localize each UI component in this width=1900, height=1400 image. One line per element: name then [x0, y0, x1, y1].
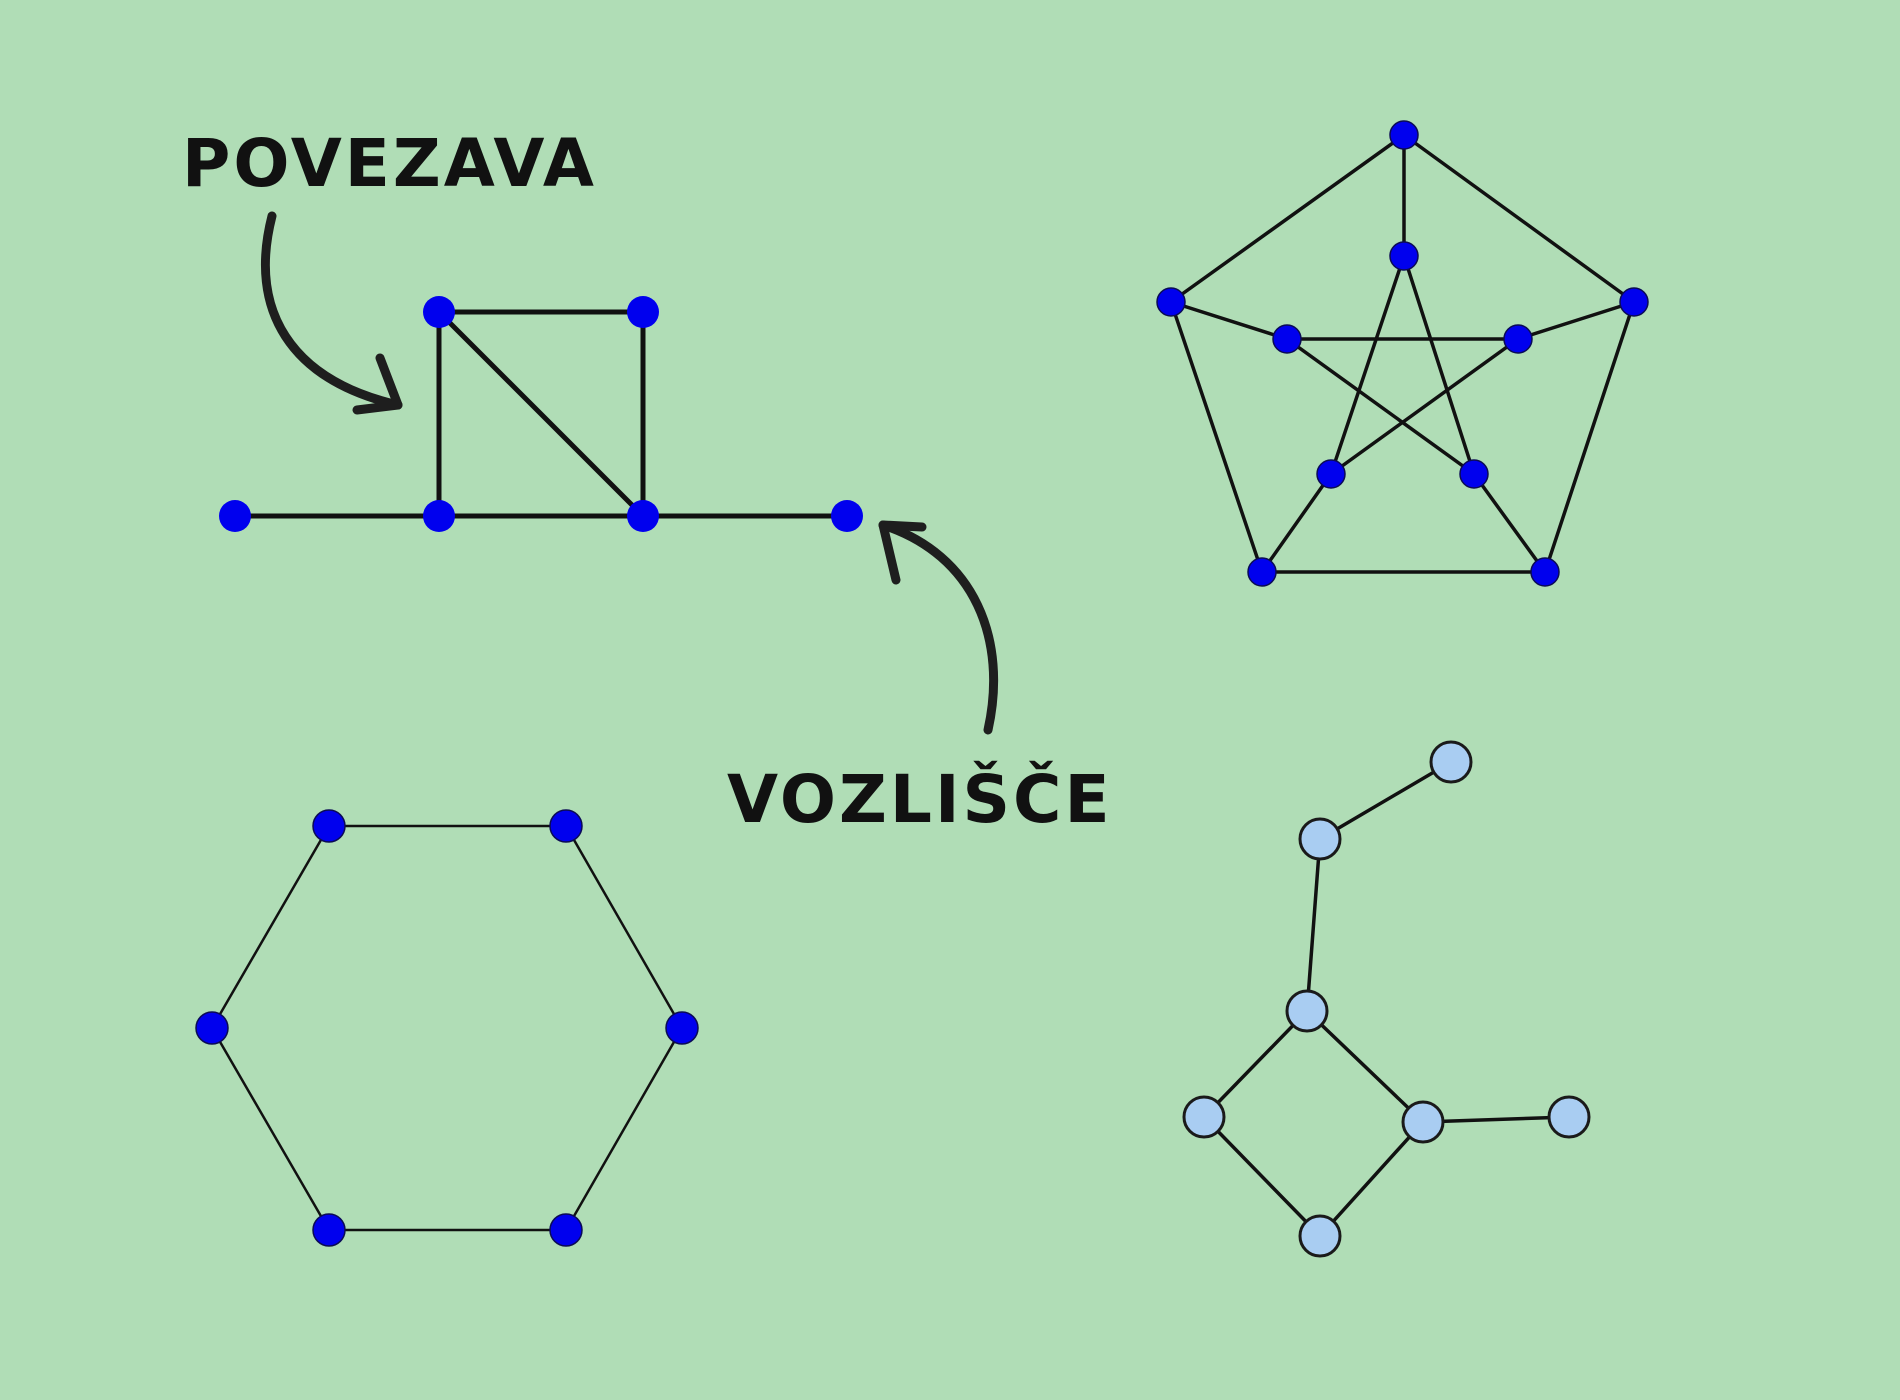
edge — [1169, 300, 1289, 341]
edge — [1472, 472, 1547, 574]
vertex — [312, 1213, 346, 1247]
edge — [1318, 1120, 1425, 1238]
vertex — [1547, 1095, 1591, 1139]
graph-small-vertices — [219, 296, 863, 532]
vertex — [549, 809, 583, 843]
edge — [1305, 1009, 1425, 1124]
edge — [1169, 133, 1406, 304]
vertex — [665, 1011, 699, 1045]
vertex — [1272, 324, 1302, 354]
edge — [1329, 254, 1406, 476]
graph-petersen — [1156, 120, 1649, 587]
edge — [210, 824, 331, 1030]
edge — [1329, 337, 1520, 476]
vertex — [1429, 740, 1473, 784]
vertex — [1247, 557, 1277, 587]
graph-hexagon-vertices — [195, 809, 699, 1247]
vertex — [1182, 1095, 1226, 1139]
vertex — [1389, 241, 1419, 271]
vertex-label: VOZLIŠČE — [727, 761, 1113, 838]
edge — [1318, 760, 1453, 841]
graph-tree-cycle-vertices — [1182, 740, 1591, 1258]
edge — [1202, 1009, 1309, 1119]
vertex — [627, 500, 659, 532]
vertex — [423, 500, 455, 532]
vertex — [1389, 120, 1419, 150]
vertex — [627, 296, 659, 328]
graph-tree-cycle — [1182, 740, 1591, 1258]
graph-petersen-edges — [1169, 133, 1636, 574]
edge-pointer-arrow — [261, 211, 403, 415]
vertex — [1459, 459, 1489, 489]
edge — [436, 309, 646, 519]
vertex — [219, 500, 251, 532]
vertex — [195, 1011, 229, 1045]
edge — [1402, 254, 1476, 476]
vertex — [1530, 557, 1560, 587]
vertex — [831, 500, 863, 532]
vertex — [1316, 459, 1346, 489]
edge — [1305, 837, 1322, 1013]
edge — [1516, 300, 1636, 341]
vertex — [423, 296, 455, 328]
graph-hexagon-edges — [210, 824, 684, 1232]
graph-hexagon — [195, 809, 699, 1247]
edge-label: POVEZAVA — [182, 125, 597, 202]
graph-small-edges — [232, 309, 850, 519]
vertex — [312, 809, 346, 843]
graph-petersen-vertices — [1156, 120, 1649, 587]
vertex — [1285, 989, 1329, 1033]
vertex-pointer-arrow — [878, 520, 999, 735]
edge — [1202, 1115, 1322, 1238]
vertex — [1401, 1100, 1445, 1144]
edge — [1402, 133, 1636, 304]
edge — [1169, 300, 1264, 574]
graph-small — [219, 296, 863, 532]
vertex — [1298, 1214, 1342, 1258]
edge — [564, 1026, 684, 1232]
edge — [1260, 472, 1333, 574]
vertex — [1619, 287, 1649, 317]
edge — [1285, 337, 1476, 476]
vertex — [549, 1213, 583, 1247]
vertex — [1298, 817, 1342, 861]
vertex — [1503, 324, 1533, 354]
edge — [210, 1026, 331, 1232]
graph-tree-cycle-edges — [1202, 760, 1571, 1238]
vertex — [1156, 287, 1186, 317]
edge — [1543, 300, 1636, 574]
edge — [1421, 1115, 1571, 1124]
edge — [564, 824, 684, 1030]
